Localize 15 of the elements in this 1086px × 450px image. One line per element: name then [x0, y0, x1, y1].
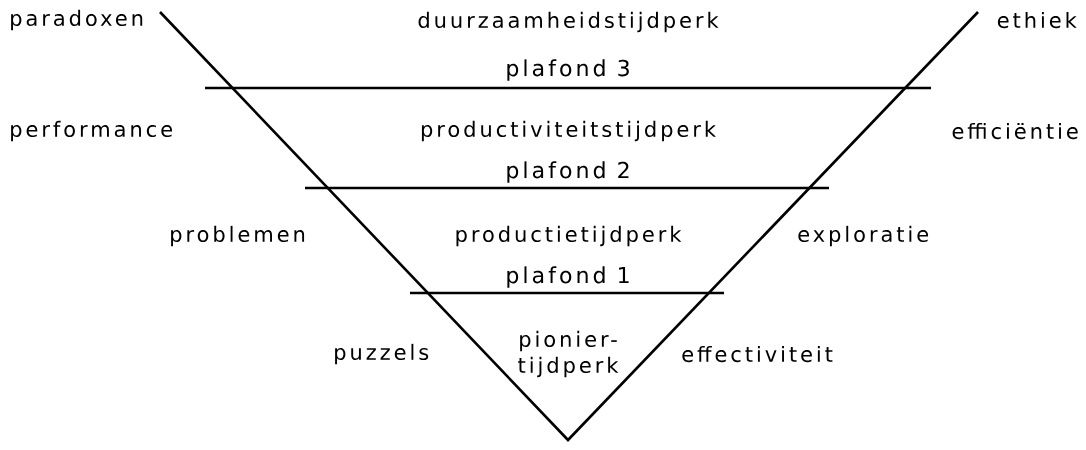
era-label: duurzaamheidstijdperk	[418, 11, 719, 33]
era-label: pionier- tijdperk	[518, 330, 619, 378]
side-label: paradoxen	[11, 9, 143, 31]
side-label: performance	[11, 120, 172, 142]
side-label: puzzels	[335, 343, 429, 365]
side-label: effectiviteit	[682, 345, 833, 363]
ceiling-label: plafond 1	[507, 266, 629, 288]
era-label: productiviteitstijdperk	[421, 120, 716, 142]
side-label: efficiëntie	[952, 122, 1078, 140]
side-label: ethiek	[997, 11, 1077, 29]
side-label: problemen	[171, 225, 305, 247]
ceiling-label: plafond 2	[507, 161, 629, 183]
era-label: productietijdperk	[456, 225, 682, 247]
ceiling-label: plafond 3	[507, 59, 629, 81]
side-label: exploratie	[798, 225, 929, 247]
